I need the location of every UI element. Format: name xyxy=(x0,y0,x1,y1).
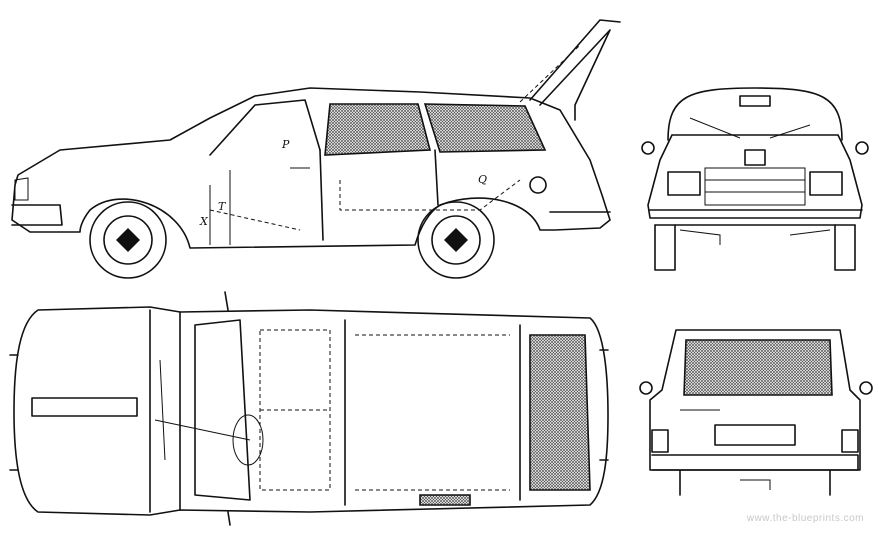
rear-view xyxy=(639,329,873,496)
label-q: Q xyxy=(478,173,487,186)
label-p: P xyxy=(281,138,290,151)
front-view xyxy=(641,87,869,271)
side-view: X T P Q xyxy=(11,19,621,279)
label-t: T xyxy=(218,200,227,213)
watermark: www.the-blueprints.com xyxy=(746,513,864,524)
top-view xyxy=(9,291,609,526)
label-x: X xyxy=(199,215,209,228)
